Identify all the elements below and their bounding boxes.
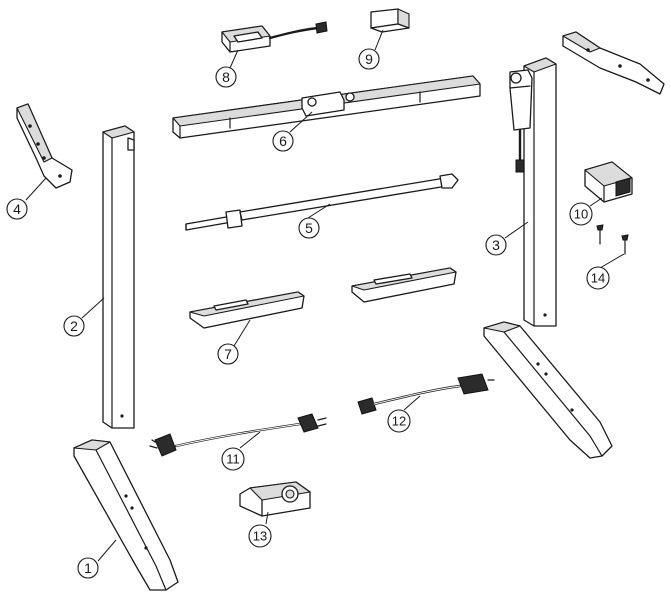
- part-3-right-column-motor: [509, 57, 557, 327]
- callout-2: 2: [63, 315, 85, 337]
- part-4-side-bracket: [16, 103, 73, 189]
- part-7-bracket-right: [351, 267, 457, 303]
- top-right-bracket: [562, 31, 665, 95]
- part-2-left-column: [102, 125, 135, 429]
- callout-9: 9: [358, 48, 380, 70]
- part-6-crossbar: [172, 75, 481, 139]
- callout-10: 10: [569, 202, 593, 226]
- callout-label: 4: [13, 201, 21, 217]
- part-8-control-box: [221, 21, 328, 53]
- callout-label: 7: [224, 346, 232, 362]
- right-foot: [483, 321, 613, 459]
- part-11-power-cord: [149, 413, 327, 457]
- part-7-bracket-left: [189, 291, 305, 329]
- callout-label: 14: [591, 271, 605, 286]
- callout-label: 13: [253, 529, 267, 544]
- callout-6: 6: [272, 130, 294, 152]
- callout-7: 7: [217, 343, 239, 365]
- callout-label: 12: [392, 414, 406, 429]
- callout-8: 8: [215, 66, 237, 88]
- part-9-bracket: [370, 8, 410, 33]
- callout-13: 13: [248, 524, 272, 548]
- callout-label: 10: [574, 207, 588, 222]
- callout-label: 1: [84, 560, 92, 576]
- callout-label: 3: [492, 237, 500, 253]
- part-1-left-foot: [73, 439, 179, 591]
- callout-3: 3: [485, 234, 507, 256]
- callout-1: 1: [77, 557, 99, 579]
- part-14-screws: [596, 224, 629, 255]
- part-13-cable-clip: [239, 481, 311, 517]
- callout-label: 6: [279, 133, 287, 149]
- callout-14: 14: [586, 266, 610, 290]
- callout-12: 12: [387, 409, 411, 433]
- callout-5: 5: [298, 217, 320, 239]
- part-12-extension-cable: [357, 373, 495, 415]
- callout-label: 2: [70, 318, 78, 334]
- callout-4: 4: [6, 198, 28, 220]
- leader-lines: [25, 29, 625, 562]
- callout-label: 5: [305, 220, 313, 236]
- part-5-drive-shaft: [185, 173, 459, 231]
- callout-label: 11: [226, 452, 240, 467]
- part-10-pad: [584, 161, 633, 203]
- callout-label: 9: [365, 51, 373, 67]
- callout-11: 11: [221, 447, 245, 471]
- callout-label: 8: [222, 69, 230, 85]
